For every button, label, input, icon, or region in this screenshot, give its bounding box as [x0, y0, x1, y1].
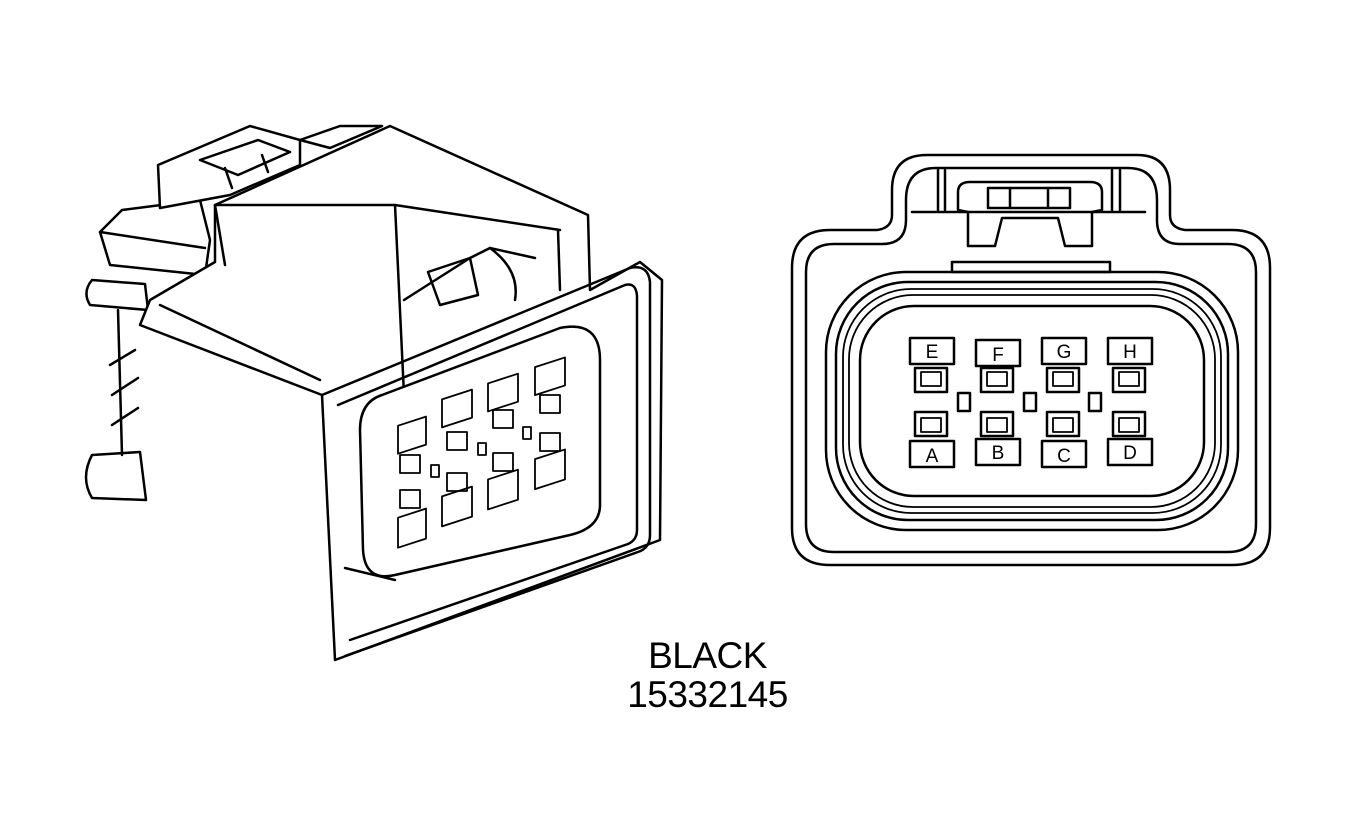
pin-label-f: F: [976, 340, 1020, 366]
svg-text:E: E: [926, 342, 939, 363]
face-view-connector: E F G H: [792, 155, 1270, 565]
svg-text:C: C: [1057, 446, 1071, 467]
pin-label-a: A: [910, 441, 954, 467]
bottom-row-cavities: [915, 412, 1145, 436]
svg-text:G: G: [1057, 342, 1072, 363]
connector-color-label: BLACK: [648, 635, 767, 676]
pin-label-d: D: [1108, 439, 1152, 465]
svg-text:A: A: [926, 446, 939, 467]
connector-part-number: 15332145: [627, 674, 788, 715]
top-row-pins: E F G H: [910, 338, 1152, 366]
svg-text:B: B: [992, 443, 1005, 464]
pin-label-c: C: [1042, 441, 1086, 467]
svg-text:F: F: [992, 345, 1004, 366]
isometric-connector-view: [86, 126, 662, 660]
svg-text:H: H: [1123, 342, 1137, 363]
pin-label-g: G: [1042, 338, 1086, 364]
pin-label-h: H: [1108, 338, 1152, 364]
pin-label-e: E: [910, 338, 954, 364]
top-row-cavities: [915, 368, 1145, 392]
bottom-row-pins: A B C D: [910, 439, 1152, 467]
pin-label-b: B: [976, 439, 1020, 465]
svg-text:D: D: [1123, 443, 1137, 464]
